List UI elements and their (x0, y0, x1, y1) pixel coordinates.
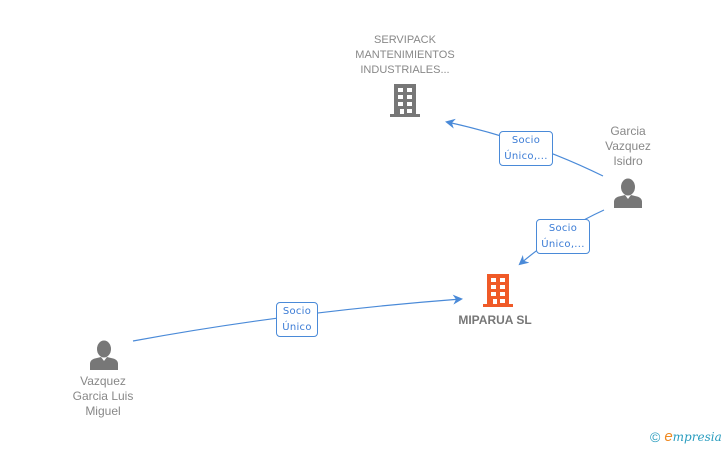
building-icon[interactable] (483, 274, 513, 307)
edge-label-socio-unico[interactable]: Socio Único,... (536, 219, 590, 254)
edge-label-line1: Socio (511, 135, 541, 146)
edge-label-line1: Socio (548, 223, 578, 234)
company-name-miparua[interactable]: MIPARUA SL (458, 313, 532, 327)
copyright-icon: © (650, 429, 661, 445)
edge-label-socio-unico[interactable]: Socio Único,... (499, 131, 553, 166)
person-icon[interactable] (90, 340, 118, 371)
brand-name: mpresia (672, 430, 722, 444)
edge-label-line2: Único,... (504, 151, 548, 162)
edge-label-line1: Socio (282, 306, 312, 317)
empresia-logo: empresia (664, 428, 721, 446)
edge-label-socio-unico[interactable]: Socio Único (276, 302, 318, 337)
person-icon[interactable] (614, 178, 642, 209)
person-name-garcia-vazquez[interactable]: Garcia Vazquez Isidro (605, 124, 651, 168)
empresia-watermark[interactable]: © empresia (650, 428, 722, 446)
brand-initial: e (664, 428, 673, 445)
edge-label-line2: Único (282, 322, 312, 333)
person-name-vazquez-garcia[interactable]: Vazquez Garcia Luis Miguel (72, 374, 134, 418)
edge-label-line2: Único,... (541, 239, 585, 250)
company-name-servipack[interactable]: SERVIPACK MANTENIMIENTOS INDUSTRIALES... (355, 34, 455, 76)
building-icon[interactable] (390, 84, 420, 117)
